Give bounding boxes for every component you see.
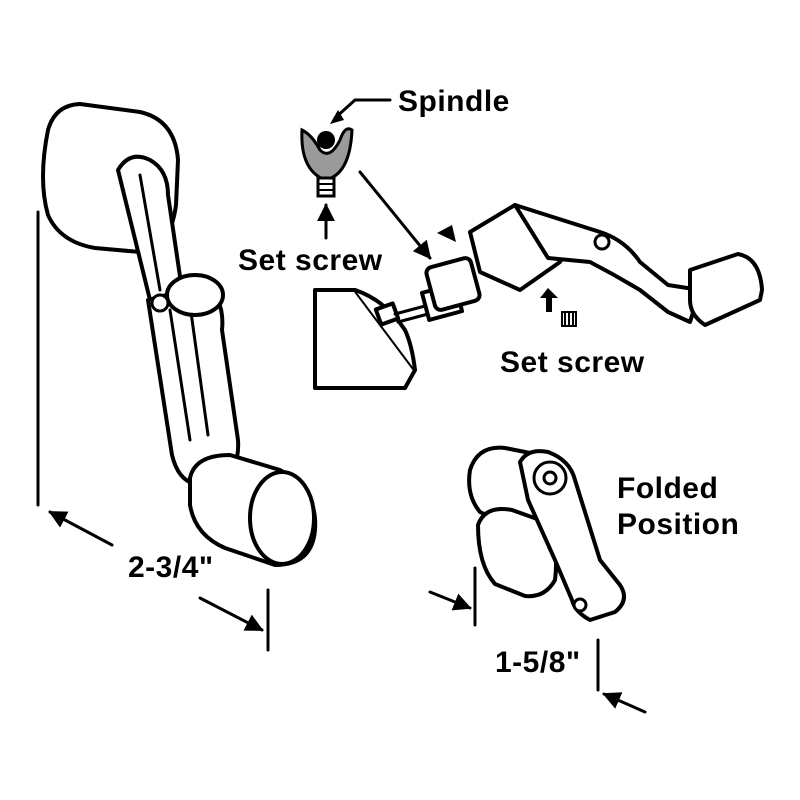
spindle-ball (317, 131, 335, 149)
folded-position-line2: Position (617, 508, 739, 541)
spindle-label: Spindle (398, 85, 510, 118)
crank-pivot (165, 273, 225, 317)
spindle-part (300, 127, 354, 198)
extended-crank-handle (41, 102, 318, 567)
dimension-length (36, 210, 270, 652)
folded-crank-handle (467, 445, 626, 622)
spindle-leader (333, 98, 392, 120)
spindle-insert-arrow (358, 170, 432, 260)
set-screw-right-label: Set screw (500, 346, 645, 379)
detached-crank-handle (468, 203, 764, 327)
detached-knob (688, 252, 764, 327)
dim-folded-label: 1-5/8" (495, 646, 581, 679)
set-screw-left-label: Set screw (238, 244, 383, 277)
dimension-folded (428, 566, 647, 714)
folded-position-line1: Folded (617, 472, 718, 505)
operator-base (313, 256, 482, 390)
folded-hub-lower (476, 507, 558, 599)
detached-arm (513, 203, 702, 324)
direction-arrow-top (437, 225, 456, 242)
dim-length-label: 2-3/4" (128, 551, 214, 584)
operator-block (313, 288, 417, 390)
socket-cylinder (424, 256, 482, 312)
set-screw-right-part (540, 288, 577, 327)
